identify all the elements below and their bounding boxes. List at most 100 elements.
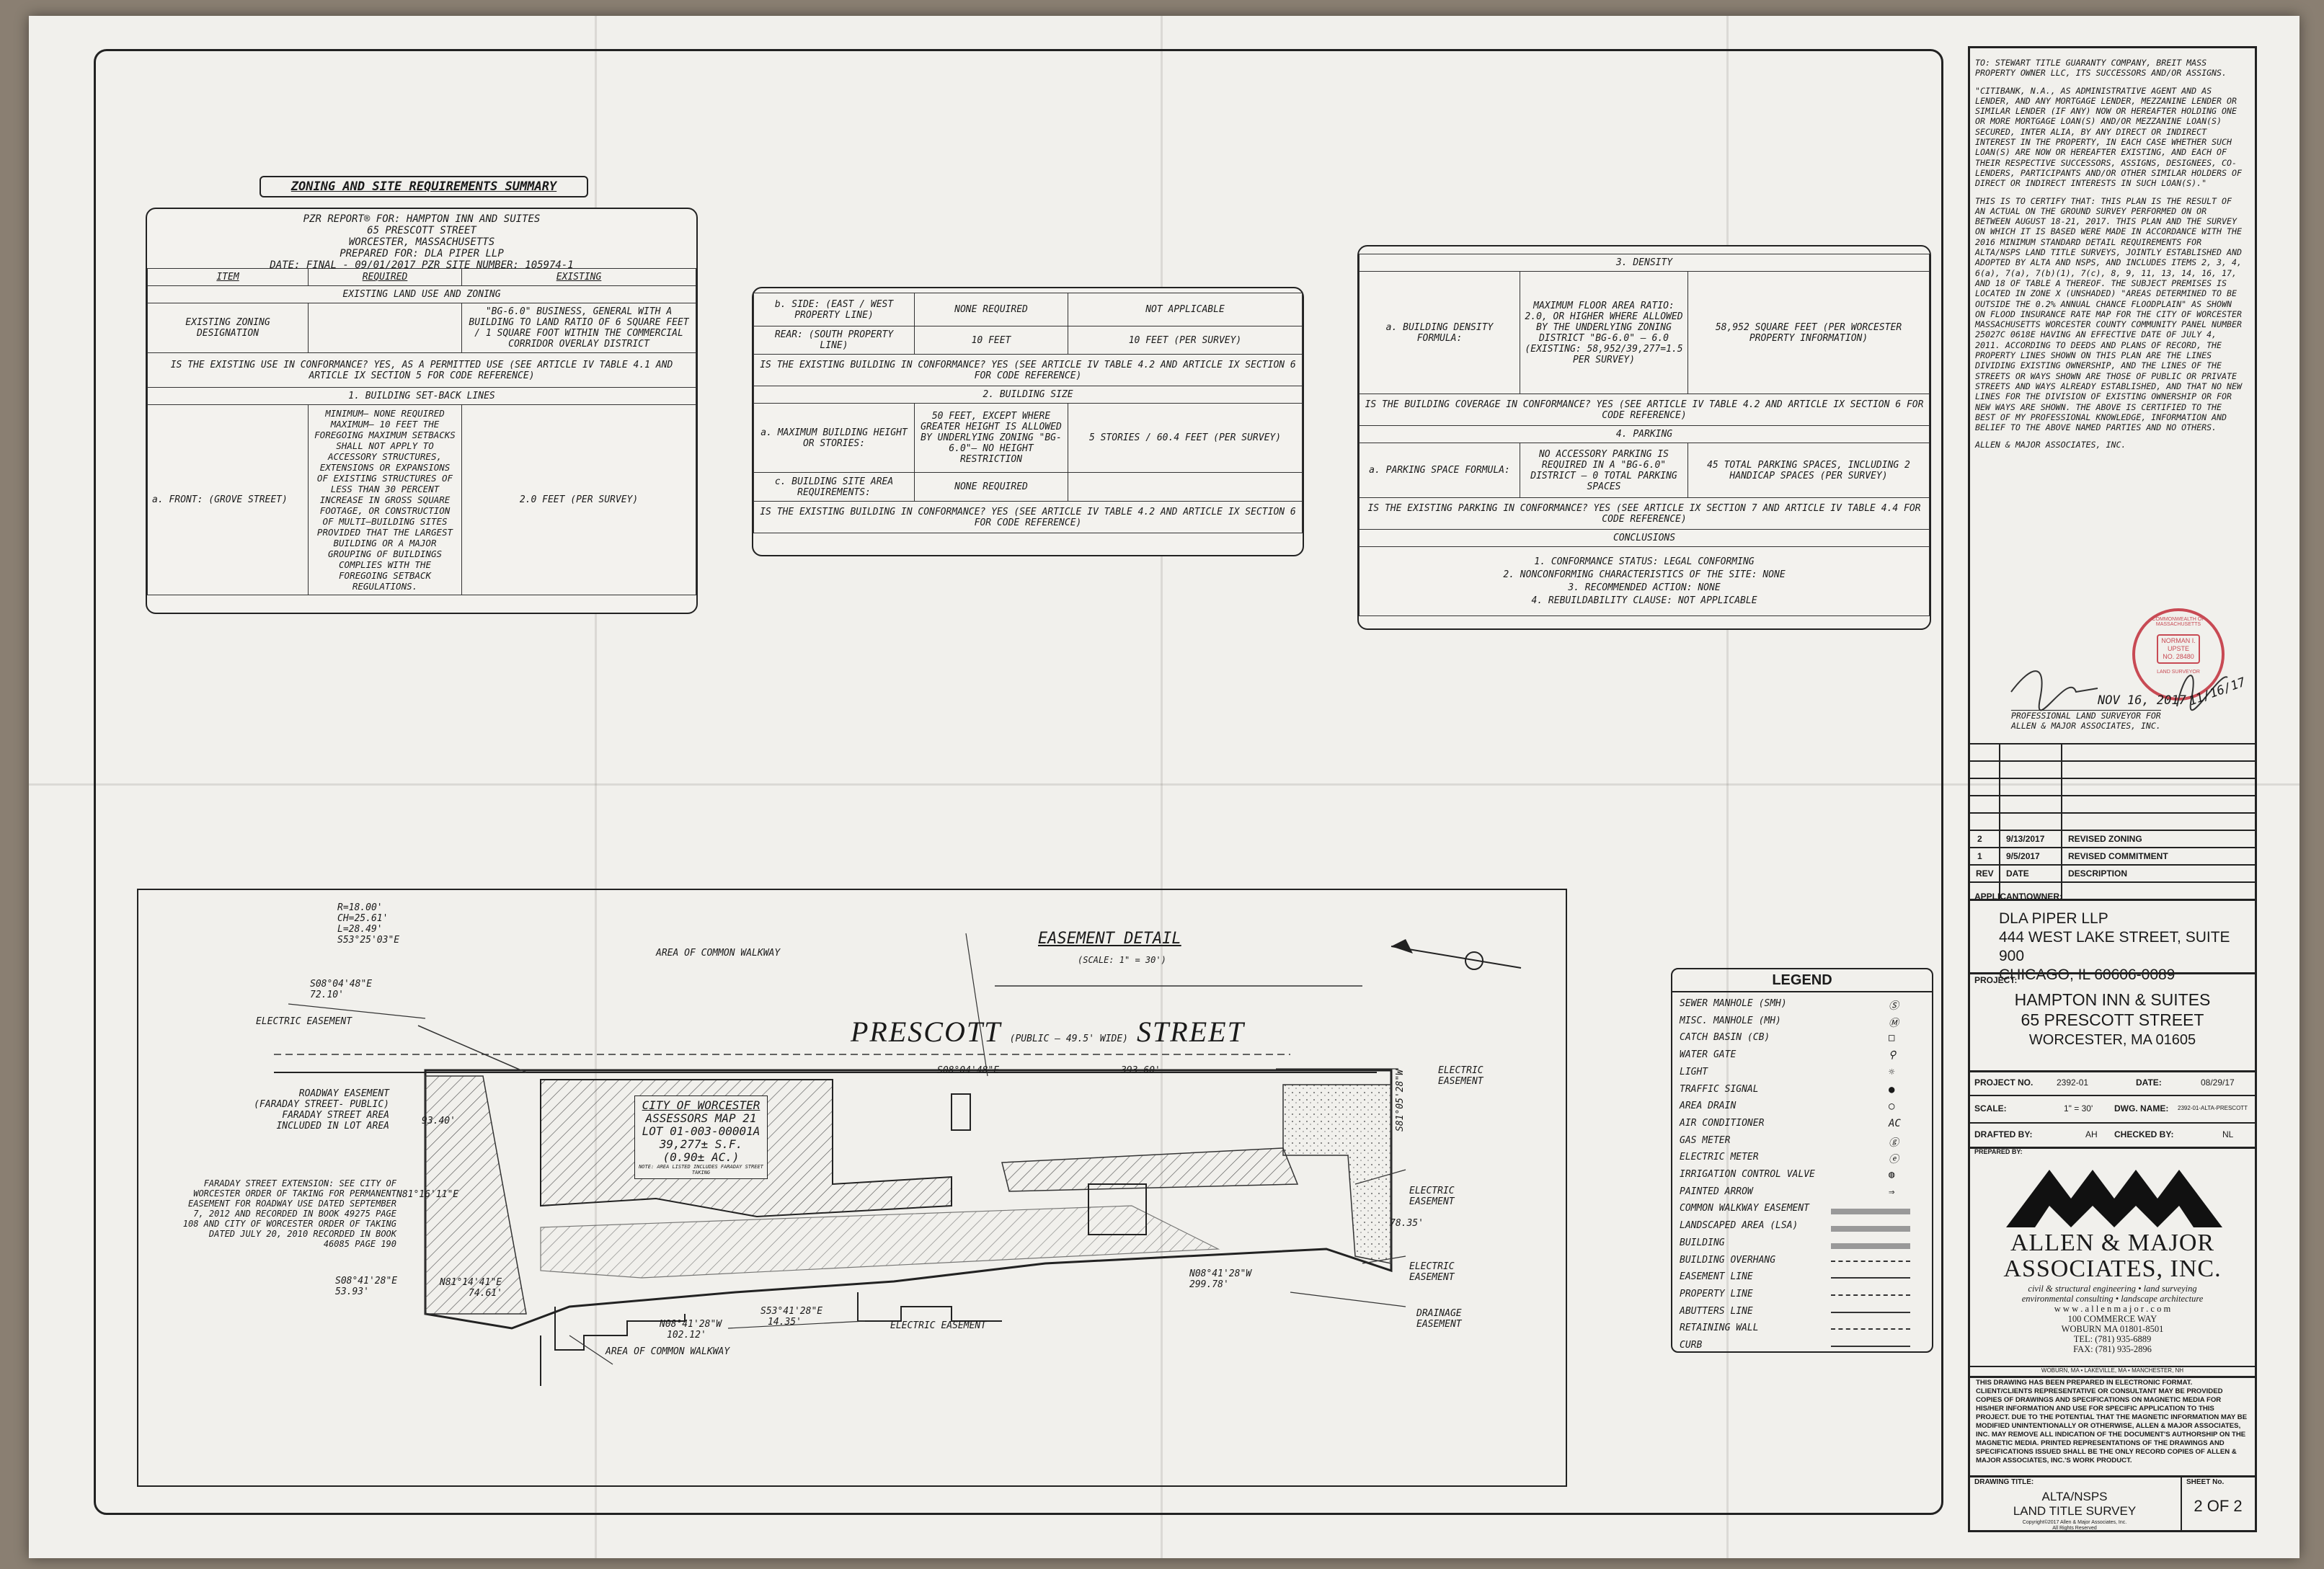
easement-detail-frame: [137, 889, 1567, 1487]
bearing-10-dist: 78.35': [1390, 1218, 1424, 1229]
legend-item-label: CATCH BASIN (CB): [1680, 1032, 1770, 1044]
legend-line-icon: [1831, 1346, 1910, 1347]
bearing-8: S53°41'28"E 14.35': [760, 1306, 823, 1328]
legend-item-label: LANDSCAPED AREA (LSA): [1680, 1220, 1799, 1232]
curve-data: R=18.00' CH=25.61' L=28.49' S53°25'03"E: [337, 902, 400, 946]
legend-line-icon: [1831, 1277, 1910, 1279]
easement-scale: (SCALE: 1" = 30'): [1078, 955, 1166, 965]
legend-item-label: IRRIGATION CONTROL VALVE: [1680, 1169, 1815, 1180]
legend-item-label: LIGHT: [1680, 1066, 1708, 1077]
bearing-2-dist: 393.60': [1121, 1065, 1161, 1076]
legend-item-label: GAS METER: [1680, 1134, 1731, 1146]
legend-symbol-icon: ☼: [1889, 1066, 1895, 1078]
legend-item: RETAINING WALL: [1680, 1323, 1925, 1333]
bearing-7: N08°41'28"W 102.12': [660, 1319, 722, 1341]
legend-item: COMMON WALKWAY EASEMENT: [1680, 1203, 1925, 1215]
pzr-report-header: PZR REPORT® FOR: HAMPTON INN AND SUITES …: [270, 213, 574, 271]
legend-line-icon: [1831, 1226, 1910, 1232]
disclaimer: THIS DRAWING HAS BEEN PREPARED IN ELECTR…: [1976, 1379, 2248, 1464]
surveyor-seal: COMMONWEALTH OF MASSACHUSETTS NORMAN I. …: [2132, 608, 2225, 701]
legend-item-label: ELECTRIC METER: [1680, 1152, 1759, 1163]
label-electric-bottom: ELECTRIC EASEMENT: [890, 1320, 987, 1331]
firm-details: civil & structural engineering • land su…: [2021, 1284, 2204, 1354]
bearing-4: N81°16'11"E: [396, 1189, 459, 1200]
legend-symbol-icon: ●: [1889, 1083, 1895, 1095]
legend-item: LIGHT ☼: [1680, 1066, 1925, 1078]
drawing-title: ALTA/NSPS LAND TITLE SURVEY: [2013, 1490, 2137, 1518]
legend-item: LANDSCAPED AREA (LSA): [1680, 1220, 1925, 1232]
legend-item-label: PROPERTY LINE: [1680, 1288, 1753, 1299]
legend-item: GAS METER ⓖ: [1680, 1134, 1925, 1149]
street-label: PRESCOTT (PUBLIC – 49.5' WIDE) STREET: [851, 1015, 1245, 1048]
legend-symbol-icon: Ⓢ: [1889, 1000, 1899, 1012]
easement-title: EASEMENT DETAIL: [1038, 930, 1181, 948]
label-electric-right-low: ELECTRIC EASEMENT: [1409, 1261, 1455, 1283]
label-drainage: DRAINAGE EASEMENT: [1416, 1308, 1462, 1330]
label-electric-right-top: ELECTRIC EASEMENT: [1438, 1065, 1483, 1087]
zoning-title: ZONING AND SITE REQUIREMENTS SUMMARY: [260, 176, 588, 197]
bearing-3: 93.40': [422, 1116, 456, 1126]
legend-symbol-icon: Ⓜ: [1889, 1017, 1899, 1029]
firm-name: ALLEN & MAJOR ASSOCIATES, INC.: [2003, 1230, 2222, 1282]
legend-item-label: COMMON WALKWAY EASEMENT: [1680, 1203, 1810, 1214]
zoning-box-right: 3. DENSITY a. BUILDING DENSITY FORMULA:M…: [1357, 245, 1931, 630]
label-roadway-easement: ROADWAY EASEMENT (FARADAY STREET- PUBLIC…: [254, 1088, 389, 1132]
legend-item: AREA DRAIN○: [1680, 1101, 1925, 1112]
legend-item-label: BUILDING OVERHANG: [1680, 1254, 1776, 1266]
firm-offices: WOBURN, MA • LAKEVILLE, MA • MANCHESTER,…: [2041, 1367, 2184, 1374]
legend-line-icon: [1831, 1243, 1910, 1249]
legend-item: WATER GATE⚲: [1680, 1049, 1925, 1061]
legend-line-icon: [1831, 1311, 1910, 1313]
title-block: 2 9/13/2017 REVISED ZONING 1 9/5/2017 RE…: [1968, 46, 2257, 1532]
legend-item-label: TRAFFIC SIGNAL: [1680, 1083, 1759, 1095]
legend-item-label: EASEMENT LINE: [1680, 1271, 1753, 1283]
legend-item-label: PAINTED ARROW: [1680, 1186, 1753, 1197]
legend-symbol-icon: ⇒: [1889, 1186, 1895, 1198]
zoning-table-middle: b. SIDE: (EAST / WEST PROPERTY LINE)NONE…: [753, 293, 1303, 533]
legend-item-label: AIR CONDITIONER: [1680, 1117, 1765, 1129]
legend-symbol-icon: ⓖ: [1889, 1137, 1899, 1149]
certification: TO: STEWART TITLE GUARANTY COMPANY, BREI…: [1975, 58, 2242, 450]
legend-item-label: BUILDING: [1680, 1237, 1725, 1248]
bearing-6: N81°14'41"E 74.61': [440, 1277, 502, 1299]
bearing-5: S08°41'28"E 53.93': [335, 1276, 398, 1297]
legend-item-label: SEWER MANHOLE (SMH): [1680, 998, 1787, 1009]
bearing-1: S08°04'48"E 72.10': [310, 979, 373, 1000]
easement-drawing: [274, 933, 1522, 1386]
legend-line-icon: [1831, 1328, 1910, 1330]
legend-item: EASEMENT LINE: [1680, 1271, 1925, 1282]
bearing-9: N08°41'28"W 299.78': [1189, 1268, 1252, 1290]
label-electric-right-mid: ELECTRIC EASEMENT: [1409, 1186, 1455, 1207]
legend-item: BUILDING: [1680, 1237, 1925, 1249]
legend-item-label: MISC. MANHOLE (MH): [1680, 1015, 1781, 1026]
legend-line-icon: [1831, 1294, 1910, 1296]
faraday-note: FARADAY STREET EXTENSION: SEE CITY OF WO…: [182, 1178, 396, 1249]
legend-item-label: WATER GATE: [1680, 1049, 1737, 1061]
copyright: Copyright©2017 Allen & Major Associates,…: [2022, 1520, 2127, 1531]
legend-item: BUILDING OVERHANG: [1680, 1255, 1925, 1266]
signature: [2010, 670, 2228, 711]
legend-item: PROPERTY LINE: [1680, 1289, 1925, 1299]
label-common-walkway-bottom: AREA OF COMMON WALKWAY: [606, 1346, 730, 1357]
legend-symbol-icon: ◍: [1889, 1169, 1895, 1181]
firm-logo: [2006, 1170, 2222, 1227]
legend-line-icon: [1831, 1209, 1910, 1215]
legend-item: TRAFFIC SIGNAL ●: [1680, 1084, 1925, 1095]
legend-symbol-icon: □: [1889, 1032, 1895, 1044]
zoning-box-middle: b. SIDE: (EAST / WEST PROPERTY LINE)NONE…: [752, 287, 1304, 556]
legend-item: CURB: [1680, 1340, 1925, 1351]
zoning-table-right: 3. DENSITY a. BUILDING DENSITY FORMULA:M…: [1359, 254, 1930, 616]
zoning-box-left: PZR REPORT® FOR: HAMPTON INN AND SUITES …: [146, 208, 698, 614]
legend-item: PAINTED ARROW ⇒: [1680, 1186, 1925, 1198]
bearing-2: S08°04'48"E: [937, 1065, 1000, 1076]
legend-item: MISC. MANHOLE (MH) Ⓜ: [1680, 1015, 1925, 1029]
legend-item-label: RETAINING WALL: [1680, 1323, 1759, 1334]
drawing-frame: [94, 49, 1943, 1515]
legend-item: IRRIGATION CONTROL VALVE ◍: [1680, 1169, 1925, 1181]
surveyor-line: PROFESSIONAL LAND SURVEYOR FOR ALLEN & M…: [2011, 710, 2161, 731]
legend-item-label: CURB: [1680, 1340, 1703, 1351]
